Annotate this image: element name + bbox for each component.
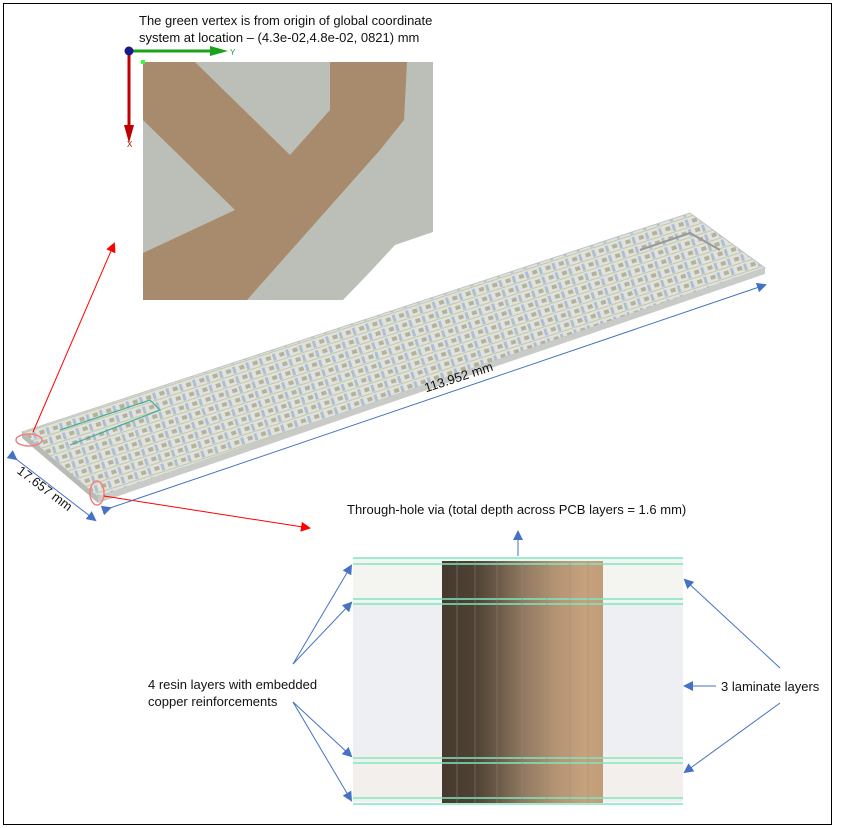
axis-triad [124, 46, 228, 143]
resin-label-line2: copper reinforcements [148, 694, 278, 709]
resin-label-line1: 4 resin layers with embedded [148, 677, 318, 692]
resin-layers-label: 4 resin layers with embedded copper rein… [148, 676, 317, 710]
inset-zoom-image [141, 60, 433, 300]
width-dimension-arrow [6, 450, 97, 522]
callout-arrow-inset [32, 242, 116, 433]
vertex-highlight-ellipse [15, 433, 43, 447]
via-title: Through-hole via (total depth across PCB… [347, 502, 687, 517]
origin-dot [124, 46, 134, 56]
inset-caption-line2: system at location – (4.3e-02,4.8e-02, 0… [139, 30, 420, 45]
figure-frame [3, 3, 832, 825]
via-barrel [442, 561, 603, 803]
annotation-arrows [292, 530, 781, 802]
length-dimension-arrow [100, 282, 767, 516]
green-vertex [141, 60, 145, 64]
axis-y-label: Y [230, 48, 236, 57]
inset-caption-line1: The green vertex is from origin of globa… [139, 13, 433, 28]
axis-x-label: X [127, 140, 133, 149]
via-cross-section [353, 557, 683, 805]
laminate-layers-label: 3 laminate layers [721, 679, 820, 694]
callout-arrow-via [103, 495, 311, 532]
inset-caption: The green vertex is from origin of globa… [139, 12, 432, 46]
inset-copper-trace [143, 62, 407, 300]
